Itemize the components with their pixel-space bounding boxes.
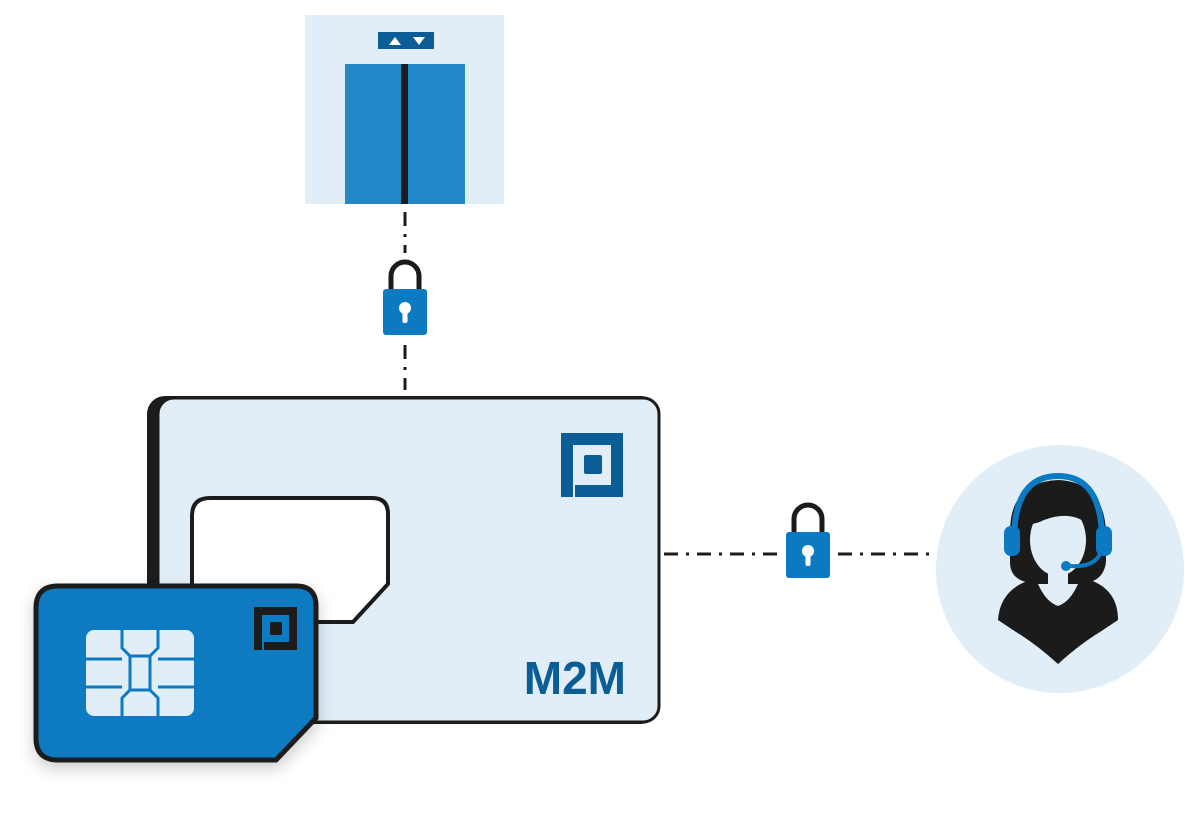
padlock-icon — [786, 502, 830, 578]
padlock-icon — [383, 259, 427, 335]
sim-chip-icon — [86, 630, 194, 716]
square-bracket-logo-icon — [561, 433, 623, 497]
square-bracket-logo-icon — [254, 607, 297, 650]
support-agent-headset-icon — [936, 445, 1184, 693]
sim-card — [33, 583, 319, 763]
card-label: M2M — [524, 652, 626, 704]
elevator-icon — [305, 15, 504, 204]
